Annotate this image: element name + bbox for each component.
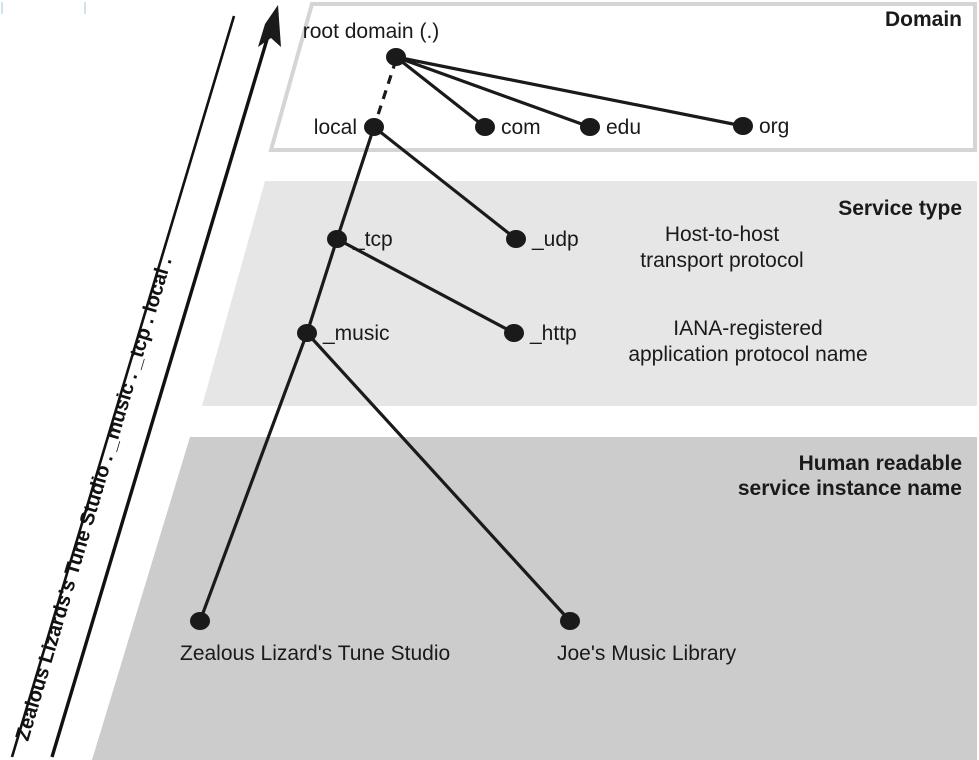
node-label-http: _http	[529, 322, 577, 345]
annotation-group: Host-to-host transport protocol IANA-reg…	[628, 223, 867, 366]
edge-root-edu	[394, 55, 592, 129]
band-title-human-readable-line2: service instance name	[738, 477, 962, 500]
edge-root-com	[394, 55, 487, 129]
node-dot-http[interactable]	[504, 324, 524, 342]
node-label-udp: _udp	[531, 228, 579, 251]
node-label-tcp: _tcp	[352, 228, 393, 251]
node-label-org: org	[759, 115, 789, 138]
edge-root-local	[372, 59, 398, 128]
node-dot-com[interactable]	[475, 118, 495, 136]
edge-local-tcp	[335, 125, 376, 241]
node-label-zealous: Zealous Lizard's Tune Studio	[180, 642, 450, 665]
edge-music-zealous	[198, 331, 309, 623]
band-title-human-readable-line1: Human readable	[799, 452, 962, 475]
node-dot-joes[interactable]	[560, 612, 580, 630]
node-dot-org[interactable]	[733, 117, 753, 135]
node-dot-music[interactable]	[297, 324, 317, 342]
edge-group	[198, 55, 745, 623]
annotation-application-protocol-line2: application protocol name	[628, 343, 867, 366]
band-human-readable	[92, 437, 977, 760]
name-axis-baseline	[10, 15, 236, 758]
node-dot-zealous[interactable]	[190, 612, 210, 630]
band-title-domain: Domain	[885, 8, 962, 31]
scan-registration-marks	[1, 2, 86, 14]
band-title-service-type: Service type	[838, 197, 962, 220]
node-dot-tcp[interactable]	[327, 230, 347, 248]
node-label-local: local	[314, 116, 357, 139]
node-dot-edu[interactable]	[580, 118, 600, 136]
band-titles: Domain Service type Human readable servi…	[738, 8, 962, 500]
arrow-head-icon	[258, 5, 281, 47]
edge-root-org	[394, 55, 745, 128]
node-dot-udp[interactable]	[506, 230, 526, 248]
annotation-application-protocol-line1: IANA-registered	[673, 317, 822, 340]
annotation-transport-protocol-line1: Host-to-host	[665, 223, 780, 246]
node-label-music: _music	[322, 322, 390, 345]
node-label-group: root domain (.) local com edu org _tcp _…	[180, 20, 789, 665]
node-label-edu: edu	[606, 116, 641, 139]
node-dot-root[interactable]	[386, 48, 406, 66]
band-service-type	[202, 181, 977, 406]
node-dot-group	[190, 48, 753, 630]
annotation-transport-protocol-line2: transport protocol	[640, 249, 803, 272]
band-group	[92, 2, 977, 760]
edge-tcp-music	[305, 237, 339, 335]
band-domain	[268, 2, 977, 152]
edge-local-udp	[372, 125, 518, 241]
node-label-root: root domain (.)	[303, 20, 440, 43]
name-axis-arrow-shaft	[50, 15, 276, 758]
edge-music-joes	[305, 331, 572, 623]
edge-tcp-http	[335, 237, 516, 335]
node-label-com: com	[501, 116, 541, 139]
node-dot-local[interactable]	[364, 118, 384, 136]
node-label-joes: Joe's Music Library	[557, 642, 737, 665]
